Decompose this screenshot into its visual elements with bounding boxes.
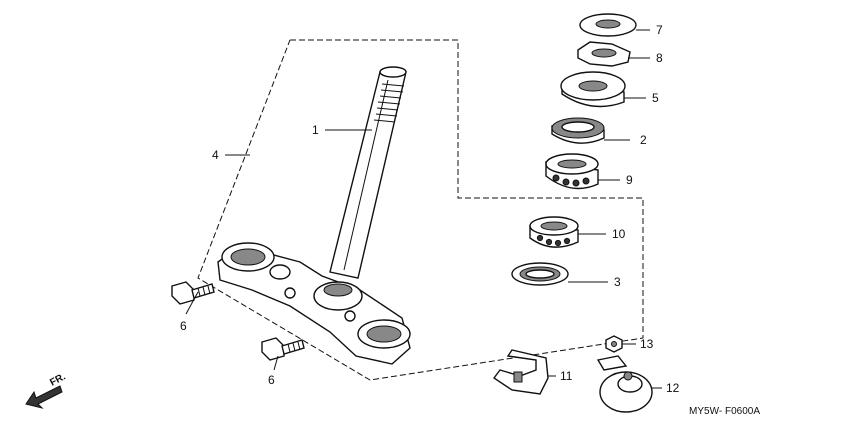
group-outline-4 <box>197 39 644 381</box>
horn-12 <box>596 355 653 413</box>
callouts: 1 2 3 4 5 6 6 7 8 9 10 11 12 13 <box>180 23 680 395</box>
leader-lines <box>185 29 662 389</box>
bottom-bridge <box>217 242 411 365</box>
bracket-11 <box>492 349 549 395</box>
callout-5: 5 <box>652 91 659 105</box>
adjusting-nut-5 <box>560 71 626 108</box>
callout-11: 11 <box>560 369 573 383</box>
callout-12: 12 <box>666 381 680 395</box>
bearing-10 <box>529 216 579 248</box>
callout-13: 13 <box>640 337 654 351</box>
lock-nut-7 <box>579 13 637 37</box>
callout-1: 1 <box>312 123 319 137</box>
callout-10: 10 <box>612 227 626 241</box>
dust-seal-3 <box>511 262 569 286</box>
callout-4: 4 <box>212 148 219 162</box>
callout-6-right: 6 <box>268 373 275 387</box>
callout-9: 9 <box>626 173 633 187</box>
bolt-6-right <box>261 337 305 361</box>
bearing-9 <box>545 153 599 190</box>
dust-seal-2 <box>551 117 605 144</box>
callout-6-left: 6 <box>180 319 187 333</box>
callout-8: 8 <box>656 51 663 65</box>
callout-2: 2 <box>640 133 647 147</box>
nut-13 <box>605 335 623 353</box>
callout-7: 7 <box>656 23 663 37</box>
direction-label: FR. <box>48 371 68 388</box>
steering-stem <box>329 66 407 279</box>
lock-washer-8 <box>577 41 631 67</box>
callout-3: 3 <box>614 275 621 289</box>
reference-code: MY5W- F0600A <box>689 406 760 417</box>
front-arrow-icon <box>25 385 63 409</box>
